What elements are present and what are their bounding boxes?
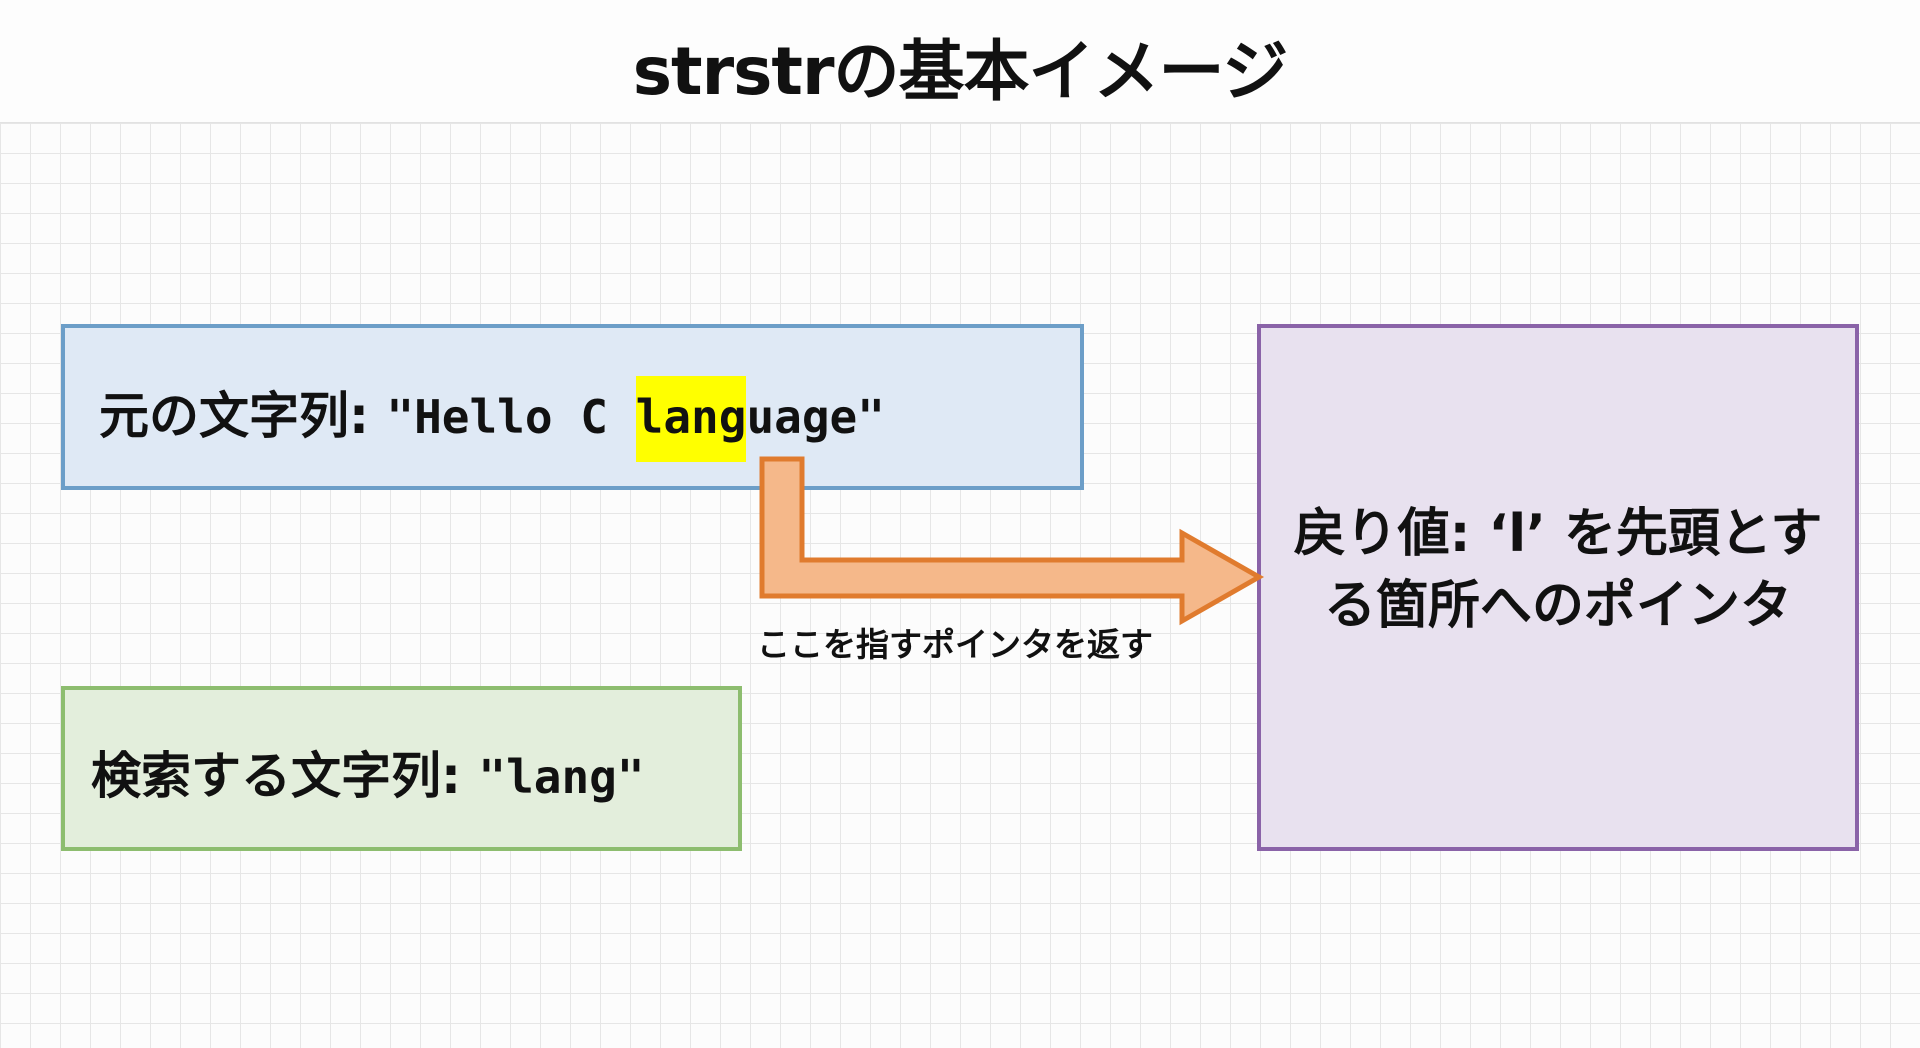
return-value-box: 戻り値: ‘l’ を先頭とす る箇所へのポインタ (1257, 324, 1859, 851)
source-string-suffix: uage" (746, 390, 885, 444)
search-string-box: 検索する文字列: "lang" (61, 686, 742, 851)
source-string-box: 元の文字列: "Hello C language" (61, 324, 1084, 490)
return-value-line-2: る箇所へのポインタ (1323, 576, 1792, 636)
source-string-label: 元の文字列: (99, 387, 387, 445)
source-string-prefix: "Hello C (386, 390, 636, 444)
diagram-title: strstrの基本イメージ (632, 33, 1288, 110)
search-string-value: "lang" (478, 750, 645, 804)
match-highlight: lang (635, 376, 747, 462)
return-value-line-1: 戻り値: ‘l’ を先頭とす (1293, 504, 1823, 564)
search-string-label: 検索する文字列: (91, 747, 479, 805)
header: strstrの基本イメージ (0, 0, 1920, 122)
source-string-text: 元の文字列: "Hello C language" (99, 376, 885, 462)
return-value-text: 戻り値: ‘l’ を先頭とす る箇所へのポインタ (1261, 498, 1855, 642)
search-string-text: 検索する文字列: "lang" (91, 736, 645, 808)
arrow-label: ここを指すポインタを返す (757, 625, 1153, 664)
